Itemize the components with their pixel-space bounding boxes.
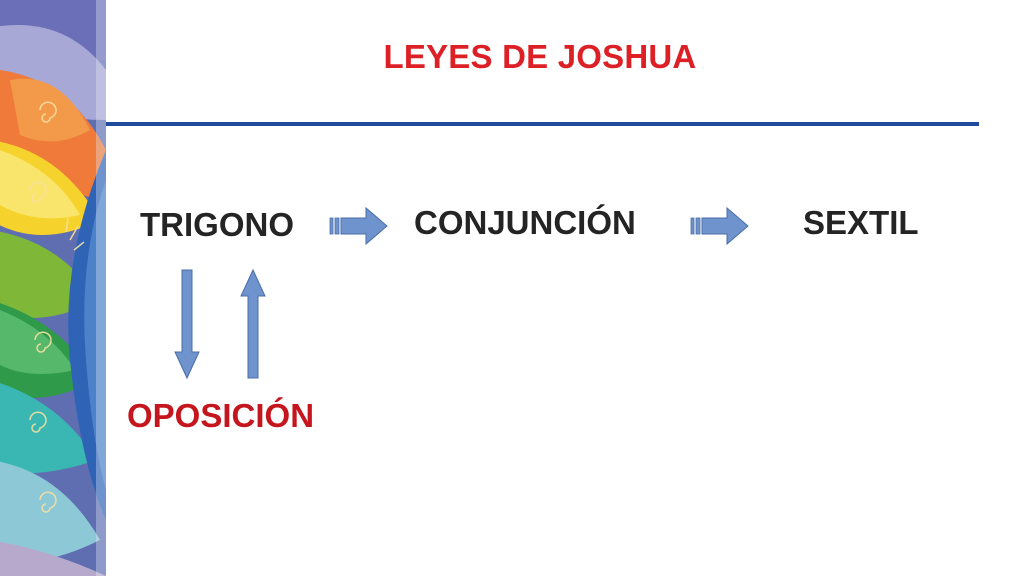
node-trigono: TRIGONO [140, 206, 294, 243]
node-conjuncion: CONJUNCIÓN [414, 204, 636, 241]
arrow-right-icon [329, 206, 388, 246]
arrow-down-icon [174, 269, 200, 380]
slide-title: LEYES DE JOSHUA [383, 38, 697, 75]
node-sextil: SEXTIL [803, 204, 919, 241]
node-oposicion: OPOSICIÓN [127, 397, 315, 434]
mandala-decoration [0, 0, 106, 576]
title-divider [106, 122, 979, 126]
arrow-up-icon [240, 268, 266, 379]
arrow-right-icon [690, 206, 749, 246]
